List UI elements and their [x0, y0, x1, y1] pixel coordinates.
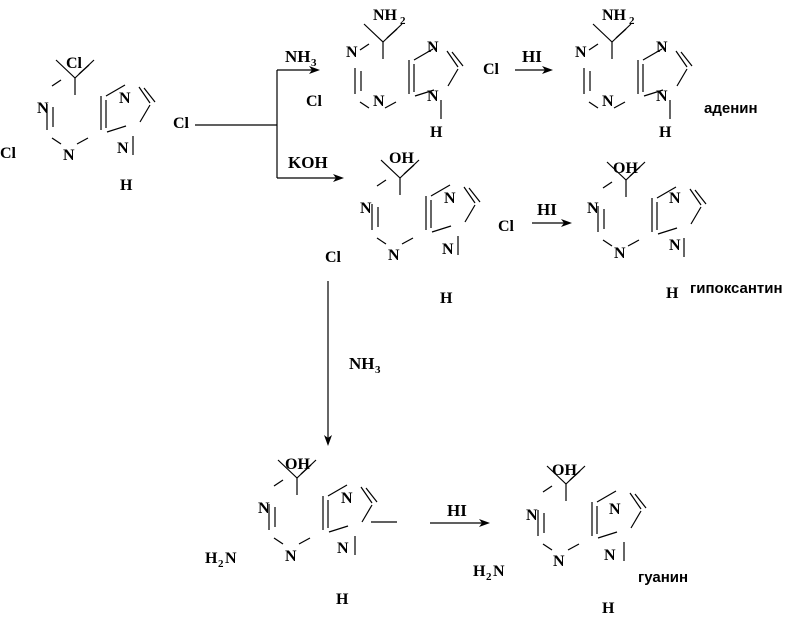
atom-n-3: N: [373, 93, 385, 110]
atom-n-9: N: [442, 241, 454, 258]
reagent-hi-guanine: HI: [447, 501, 467, 520]
hypoxanthine-structure: OH N N N N H: [587, 160, 707, 302]
guanine-structure: OH N N H 2 N N N H: [473, 462, 647, 617]
atom-n-9: N: [669, 237, 681, 254]
reagent-hi-hypoxanthine: HI: [537, 200, 557, 219]
reagent-nh3-top-subscript: 3: [311, 57, 317, 69]
atom-n-3: N: [602, 93, 614, 110]
dichlorohydroxypurine-structure: OH N N Cl Cl N N H: [325, 150, 515, 307]
atom-n-9: N: [337, 540, 349, 557]
atom-h-9: H: [120, 177, 133, 194]
atom-h2n-subscript: 2: [486, 571, 492, 583]
reagent-hi-adenine: HI: [522, 47, 542, 66]
atom-h-9: H: [336, 591, 349, 608]
atom-n-1: N: [37, 100, 49, 117]
atom-n-7: N: [656, 39, 668, 56]
atom-oh: OH: [613, 160, 638, 177]
arrow-down: [324, 281, 332, 446]
reagent-nh3-top: NH: [285, 47, 311, 66]
reagent-nh3-down: NH: [349, 354, 375, 373]
atom-cl-8: Cl: [483, 61, 500, 78]
reagent-koh: KOH: [288, 153, 328, 172]
atom-h2n-n: N: [225, 550, 237, 567]
atom-nh2-subscript: 2: [629, 15, 635, 27]
atom-n-9: N: [604, 547, 616, 564]
atom-n-7: N: [609, 501, 621, 518]
atom-n-1: N: [258, 500, 270, 517]
atom-h-9: H: [430, 124, 443, 141]
atom-n-3: N: [388, 247, 400, 264]
aminodichloropurine-structure: NH 2 N N Cl Cl N N H: [306, 7, 500, 141]
atom-n-9: N: [427, 88, 439, 105]
atom-oh: OH: [389, 150, 414, 167]
atom-h2n-h: H: [473, 563, 486, 580]
atom-h2n-subscript: 2: [218, 558, 224, 570]
atom-n-1: N: [360, 200, 372, 217]
atom-cl-2: Cl: [306, 93, 323, 110]
atom-n-7: N: [669, 190, 681, 207]
trichloropurine-structure: Cl N N Cl Cl N N H: [0, 55, 190, 194]
atom-cl-8: Cl: [173, 115, 190, 132]
label-adenine: аденин: [704, 100, 758, 117]
arrow-to-hypoxanthine: [532, 219, 572, 227]
atom-n-1: N: [587, 200, 599, 217]
atom-h2n-n: N: [493, 563, 505, 580]
atom-n-1: N: [346, 44, 358, 61]
atom-n-7: N: [444, 190, 456, 207]
label-guanine: гуанин: [638, 569, 688, 586]
atom-cl-8: Cl: [498, 218, 515, 235]
label-hypoxanthine: гипоксантин: [690, 280, 783, 297]
atom-cl-6: Cl: [66, 55, 83, 72]
atom-h-9: H: [666, 285, 679, 302]
atom-h-9: H: [440, 290, 453, 307]
atom-n-7: N: [341, 490, 353, 507]
atom-n-3: N: [63, 147, 75, 164]
atom-n-9: N: [117, 140, 129, 157]
atom-h-9: H: [659, 124, 672, 141]
atom-n-3: N: [614, 245, 626, 262]
atom-nh2-subscript: 2: [400, 15, 406, 27]
branch-arrows: [195, 66, 344, 182]
atom-n-3: N: [553, 553, 565, 570]
atom-cl-2: Cl: [0, 145, 17, 162]
atom-nh2: NH: [373, 7, 398, 24]
atom-n-1: N: [575, 44, 587, 61]
arrow-to-guanine: [430, 519, 490, 527]
atom-n-9: N: [656, 88, 668, 105]
atom-n-7: N: [427, 39, 439, 56]
reagent-nh3-down-subscript: 3: [375, 364, 381, 376]
atom-n-3: N: [285, 548, 297, 565]
atom-nh2: NH: [602, 7, 627, 24]
atom-n-1: N: [526, 507, 538, 524]
aminohydroxypurine-structure: OH N N H 2 N N N H: [205, 456, 397, 608]
atom-cl-2: Cl: [325, 249, 342, 266]
atom-h-9: H: [602, 600, 615, 617]
atom-n-7: N: [119, 90, 131, 107]
arrow-to-adenine: [515, 66, 553, 74]
atom-h2n-h: H: [205, 550, 218, 567]
atom-oh: OH: [285, 456, 310, 473]
atom-oh: OH: [552, 462, 577, 479]
adenine-structure: NH 2 N N N N H: [575, 7, 693, 141]
